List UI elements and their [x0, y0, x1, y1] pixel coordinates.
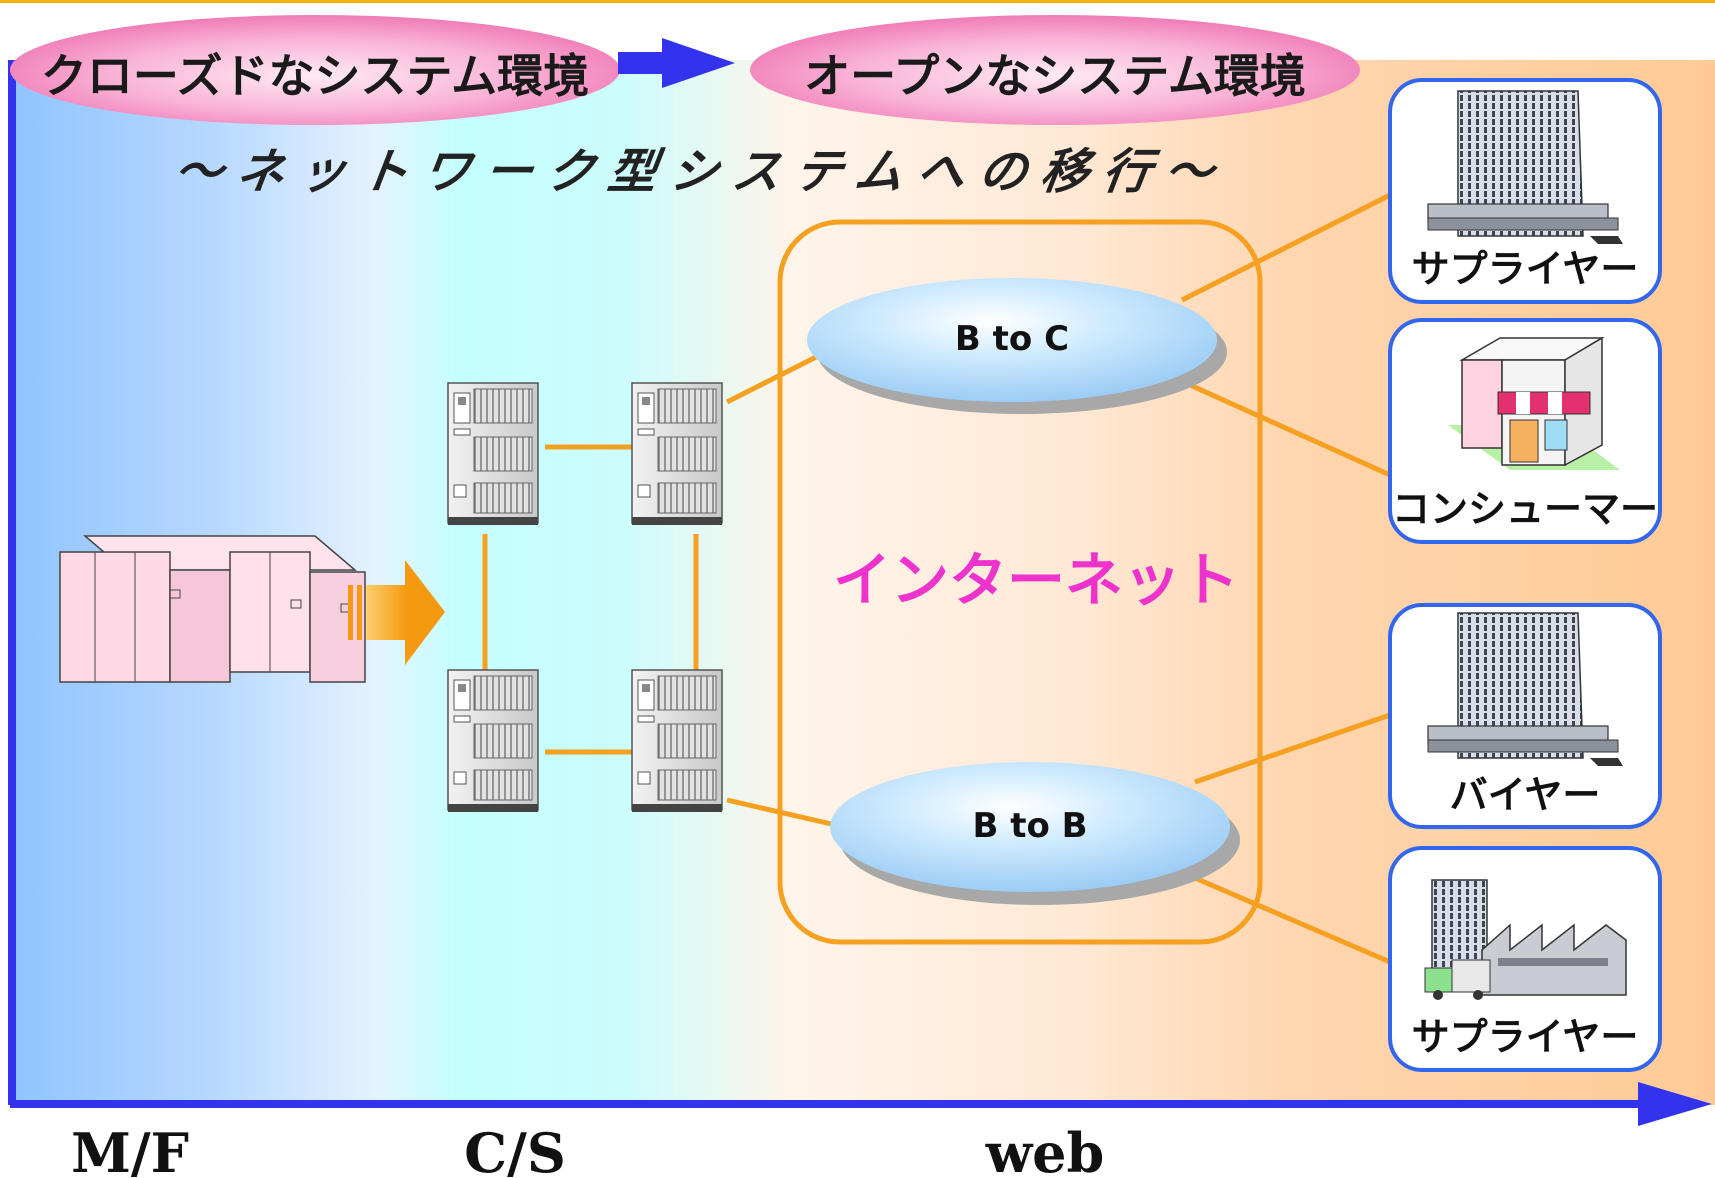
timeline-arrow-head	[1638, 1082, 1712, 1126]
partner-label: サプライヤー	[1412, 247, 1639, 291]
open-system-label: オープンなシステム環境	[804, 49, 1306, 103]
internet-region	[777, 219, 1263, 945]
server-icon	[447, 669, 539, 813]
shop-icon	[1448, 336, 1620, 470]
era-label-cs: C/S	[464, 1121, 566, 1178]
transition-arrow	[618, 38, 735, 88]
btob-cloud: B to B	[830, 762, 1240, 905]
server-icon	[631, 669, 723, 813]
closed-system-label: クローズドなシステム環境	[41, 49, 589, 103]
era-label-mf: M/F	[71, 1121, 189, 1178]
factory-icon	[1424, 879, 1627, 1000]
partner-label: バイヤー	[1450, 773, 1601, 817]
mainframe-icon	[59, 535, 366, 683]
migration-arrow-icon	[348, 560, 445, 665]
partner-label: サプライヤー	[1412, 1015, 1639, 1059]
partner-card-supplier-factory: サプライヤー	[1388, 846, 1662, 1072]
cs-connectors	[482, 347, 841, 829]
btoc-cloud: B to C	[807, 278, 1227, 414]
partner-connectors	[1180, 192, 1392, 965]
partner-card-buyer: バイヤー	[1388, 603, 1662, 829]
partner-card-supplier: サプライヤー	[1388, 78, 1662, 304]
closed-system-pill: クローズドなシステム環境	[10, 15, 620, 125]
server-icon	[447, 382, 539, 526]
partner-card-consumer: コンシューマー	[1388, 318, 1662, 544]
partner-label: コンシューマー	[1392, 487, 1658, 531]
open-system-pill: オープンなシステム環境	[750, 15, 1360, 125]
server-icon	[631, 382, 723, 526]
era-label-web: web	[985, 1121, 1105, 1178]
internet-label: インターネット	[833, 546, 1239, 614]
btob-label: B to B	[972, 806, 1087, 846]
btoc-label: B to C	[955, 319, 1069, 359]
migration-subtitle: ～ネットワーク型システムへの移行～	[171, 144, 1231, 200]
